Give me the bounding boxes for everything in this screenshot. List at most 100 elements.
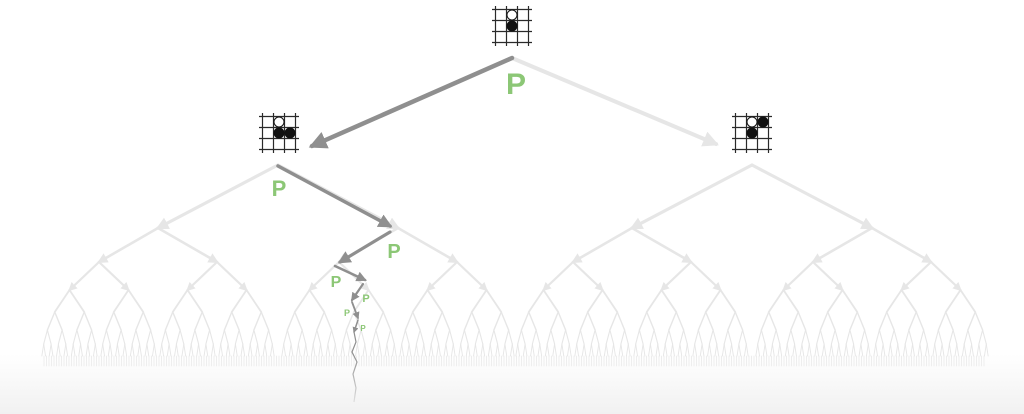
faded-branch [430, 329, 436, 345]
faded-branch [186, 289, 204, 313]
faded-branch [48, 343, 52, 357]
faded-branch [910, 343, 914, 357]
faded-branch [904, 343, 908, 357]
faded-branch [552, 343, 556, 357]
faded-branch [784, 343, 788, 357]
faded-branch [334, 343, 338, 357]
faded-branch [827, 311, 836, 331]
faded-edge-root-right [510, 56, 719, 147]
faded-branch [873, 343, 877, 357]
faded-branch [794, 343, 797, 357]
faded-branch [161, 343, 165, 357]
faded-branch [218, 343, 222, 357]
faded-branch [770, 343, 773, 357]
faded-branch [175, 343, 179, 357]
faded-branch [451, 343, 454, 357]
faded-branch [379, 343, 382, 357]
faded-branch [705, 311, 714, 331]
faded-branch [97, 260, 130, 292]
faded-branch [729, 343, 733, 357]
faded-branch [283, 329, 288, 345]
faded-branch [531, 343, 535, 357]
faded-branch [223, 311, 233, 331]
faded-branch [557, 311, 567, 331]
faded-branch [721, 343, 725, 357]
faded-branch [649, 343, 653, 357]
faded-branch [220, 329, 225, 345]
faded-branch [590, 329, 596, 345]
faded-branch [316, 311, 325, 331]
faded-branch [926, 343, 930, 357]
faded-branch [401, 329, 406, 345]
faded-branch [320, 343, 323, 357]
faded-branch [209, 329, 214, 345]
faded-branch [362, 343, 366, 357]
faded-branch [470, 289, 488, 313]
faded-branch [487, 343, 491, 357]
faded-branch [482, 343, 486, 357]
faded-branch [576, 343, 579, 357]
faded-branch [679, 329, 685, 345]
faded-branch [645, 289, 663, 313]
faded-branch [515, 343, 519, 357]
faded-branch [312, 329, 318, 345]
faded-branch [574, 343, 578, 357]
faded-branch [68, 289, 86, 313]
faded-branch [819, 329, 825, 345]
faded-branch [146, 329, 152, 345]
faded-branch [528, 311, 537, 331]
policy-label-1: P [506, 68, 526, 101]
faded-branch [546, 329, 552, 345]
faded-branch [345, 311, 355, 331]
faded-branch [856, 311, 866, 331]
faded-branch [814, 343, 818, 357]
faded-branch [116, 329, 122, 345]
faded-branch [638, 311, 648, 331]
faded-branch [430, 343, 434, 357]
faded-branch [542, 260, 575, 292]
selected-policy-path [276, 55, 515, 403]
faded-branch [716, 343, 720, 357]
faded-branch [467, 343, 471, 357]
faded-branch [853, 343, 856, 357]
faded-branch [982, 329, 987, 345]
faded-branch [912, 343, 915, 357]
faded-branch [390, 329, 395, 345]
faded-branch [849, 329, 855, 345]
faded-branch [87, 343, 91, 357]
faded-branch [638, 329, 644, 345]
faded-branch [777, 343, 781, 357]
faded-branch [203, 343, 207, 357]
faded-branch [231, 311, 240, 331]
faded-branch [105, 329, 111, 345]
faded-branch [107, 343, 111, 357]
faded-branch [46, 329, 52, 345]
faded-branch [937, 311, 947, 331]
faded-branch [489, 329, 495, 345]
faded-branch [502, 343, 506, 357]
black-stone [273, 127, 285, 139]
faded-branch [91, 329, 96, 345]
faded-branch [959, 289, 977, 313]
faded-branch [480, 343, 484, 357]
faded-branch [568, 343, 572, 357]
faded-branch [694, 329, 699, 345]
faded-branch [220, 343, 224, 357]
faded-branch [249, 329, 255, 345]
faded-branch [80, 343, 83, 357]
faded-branch [406, 343, 410, 357]
faded-branch [168, 343, 172, 357]
faded-branch [561, 329, 567, 345]
faded-branch [384, 343, 388, 357]
faded-branch [399, 343, 403, 357]
faded-branch [895, 343, 899, 357]
faded-branch [849, 311, 858, 331]
faded-branch [120, 329, 126, 345]
faded-branch [782, 260, 815, 292]
faded-branch [92, 343, 96, 357]
faded-branch [112, 289, 130, 313]
faded-branch [919, 329, 925, 345]
faded-branch [736, 343, 740, 357]
faded-branch [668, 329, 674, 345]
